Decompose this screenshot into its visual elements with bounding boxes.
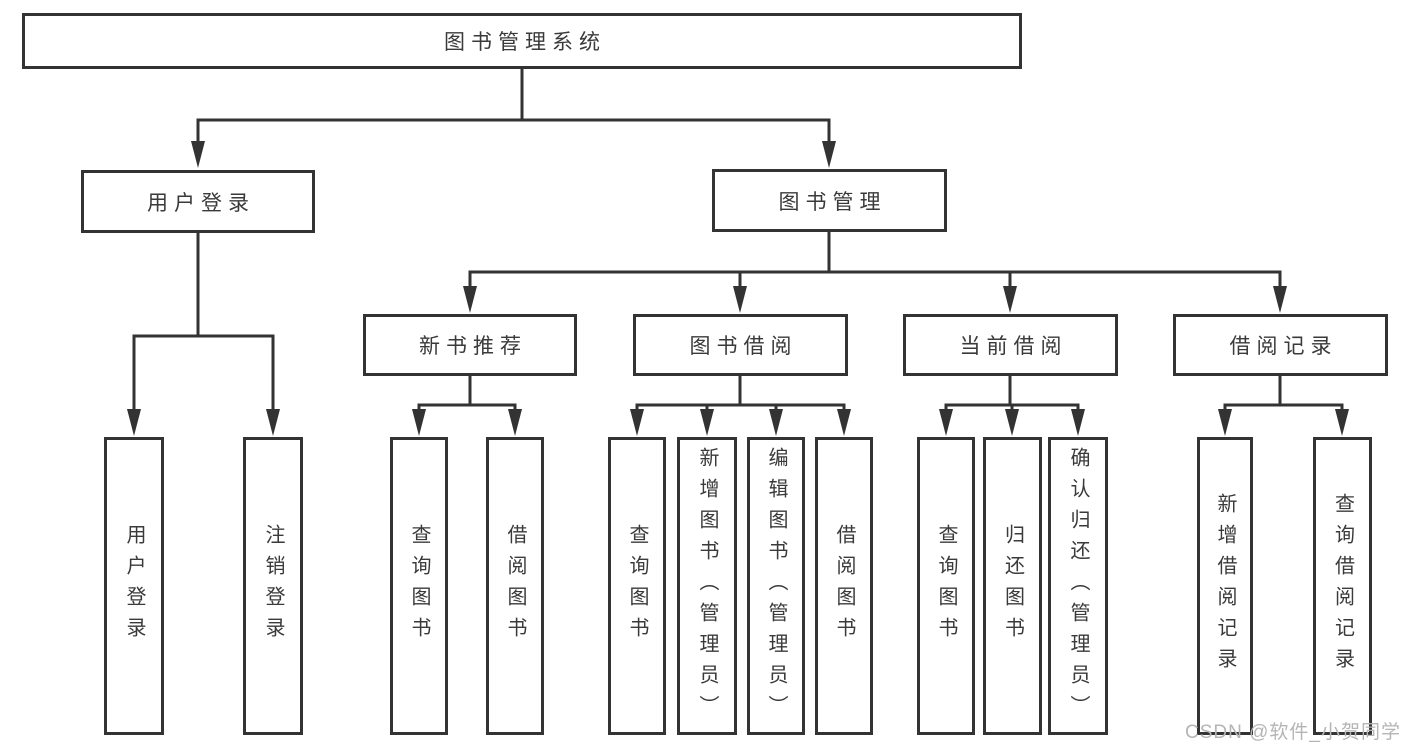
csdn-watermark: CSDN @软件_小贺同学 <box>1185 722 1401 743</box>
leaf-search-books-current: 查询图书 <box>917 437 975 735</box>
leaf-label: 查询借阅记录 <box>1331 493 1354 679</box>
node-book-management: 图书管理 <box>712 169 947 232</box>
leaf-label: 注销登录 <box>262 524 284 648</box>
leaf-label: 确认归还（管理员） <box>1067 446 1089 726</box>
leaf-label: 查询图书 <box>408 524 430 648</box>
leaf-borrow-books: 借阅图书 <box>815 437 873 735</box>
node-label: 当前借阅 <box>959 335 1068 358</box>
leaf-logout: 注销登录 <box>243 437 303 735</box>
node-label: 图书管理系统 <box>444 31 606 54</box>
node-library-management-system: 图书管理系统 <box>22 13 1022 69</box>
leaf-edit-books-admin: 编辑图书（管理员） <box>747 437 805 735</box>
leaf-label: 借阅图书 <box>833 524 855 648</box>
leaf-add-borrow-record: 新增借阅记录 <box>1197 437 1253 735</box>
node-label: 图书借阅 <box>689 335 798 358</box>
leaf-return-books: 归还图书 <box>983 437 1042 735</box>
node-borrow-records: 借阅记录 <box>1173 314 1388 376</box>
leaf-label: 用户登录 <box>123 524 145 648</box>
node-label: 用户登录 <box>147 191 255 215</box>
leaf-label: 新增图书（管理员） <box>696 446 718 726</box>
leaf-label: 新增借阅记录 <box>1214 493 1236 679</box>
leaf-label: 查询图书 <box>935 524 957 648</box>
leaf-label: 归还图书 <box>1001 524 1024 648</box>
leaf-user-login: 用户登录 <box>104 437 164 735</box>
arrowheads <box>127 141 1349 436</box>
leaf-confirm-return-admin: 确认归还（管理员） <box>1048 437 1108 735</box>
node-label: 图书管理 <box>778 190 887 214</box>
leaf-label: 查询图书 <box>626 524 648 648</box>
leaf-add-books-admin: 新增图书（管理员） <box>677 437 737 735</box>
leaf-search-books-recommend: 查询图书 <box>390 437 448 735</box>
leaf-search-borrow-record: 查询借阅记录 <box>1313 437 1372 735</box>
node-label: 借阅记录 <box>1229 335 1338 358</box>
node-new-book-recommend: 新书推荐 <box>363 314 577 376</box>
leaf-search-books-borrow: 查询图书 <box>608 437 666 735</box>
node-user-login: 用户登录 <box>81 170 315 233</box>
node-book-borrow: 图书借阅 <box>633 314 848 376</box>
leaf-label: 借阅图书 <box>504 524 526 648</box>
leaf-borrow-books-recommend: 借阅图书 <box>486 437 544 735</box>
leaf-label: 编辑图书（管理员） <box>765 446 787 726</box>
node-label: 新书推荐 <box>419 335 527 358</box>
node-current-borrow: 当前借阅 <box>903 314 1118 376</box>
